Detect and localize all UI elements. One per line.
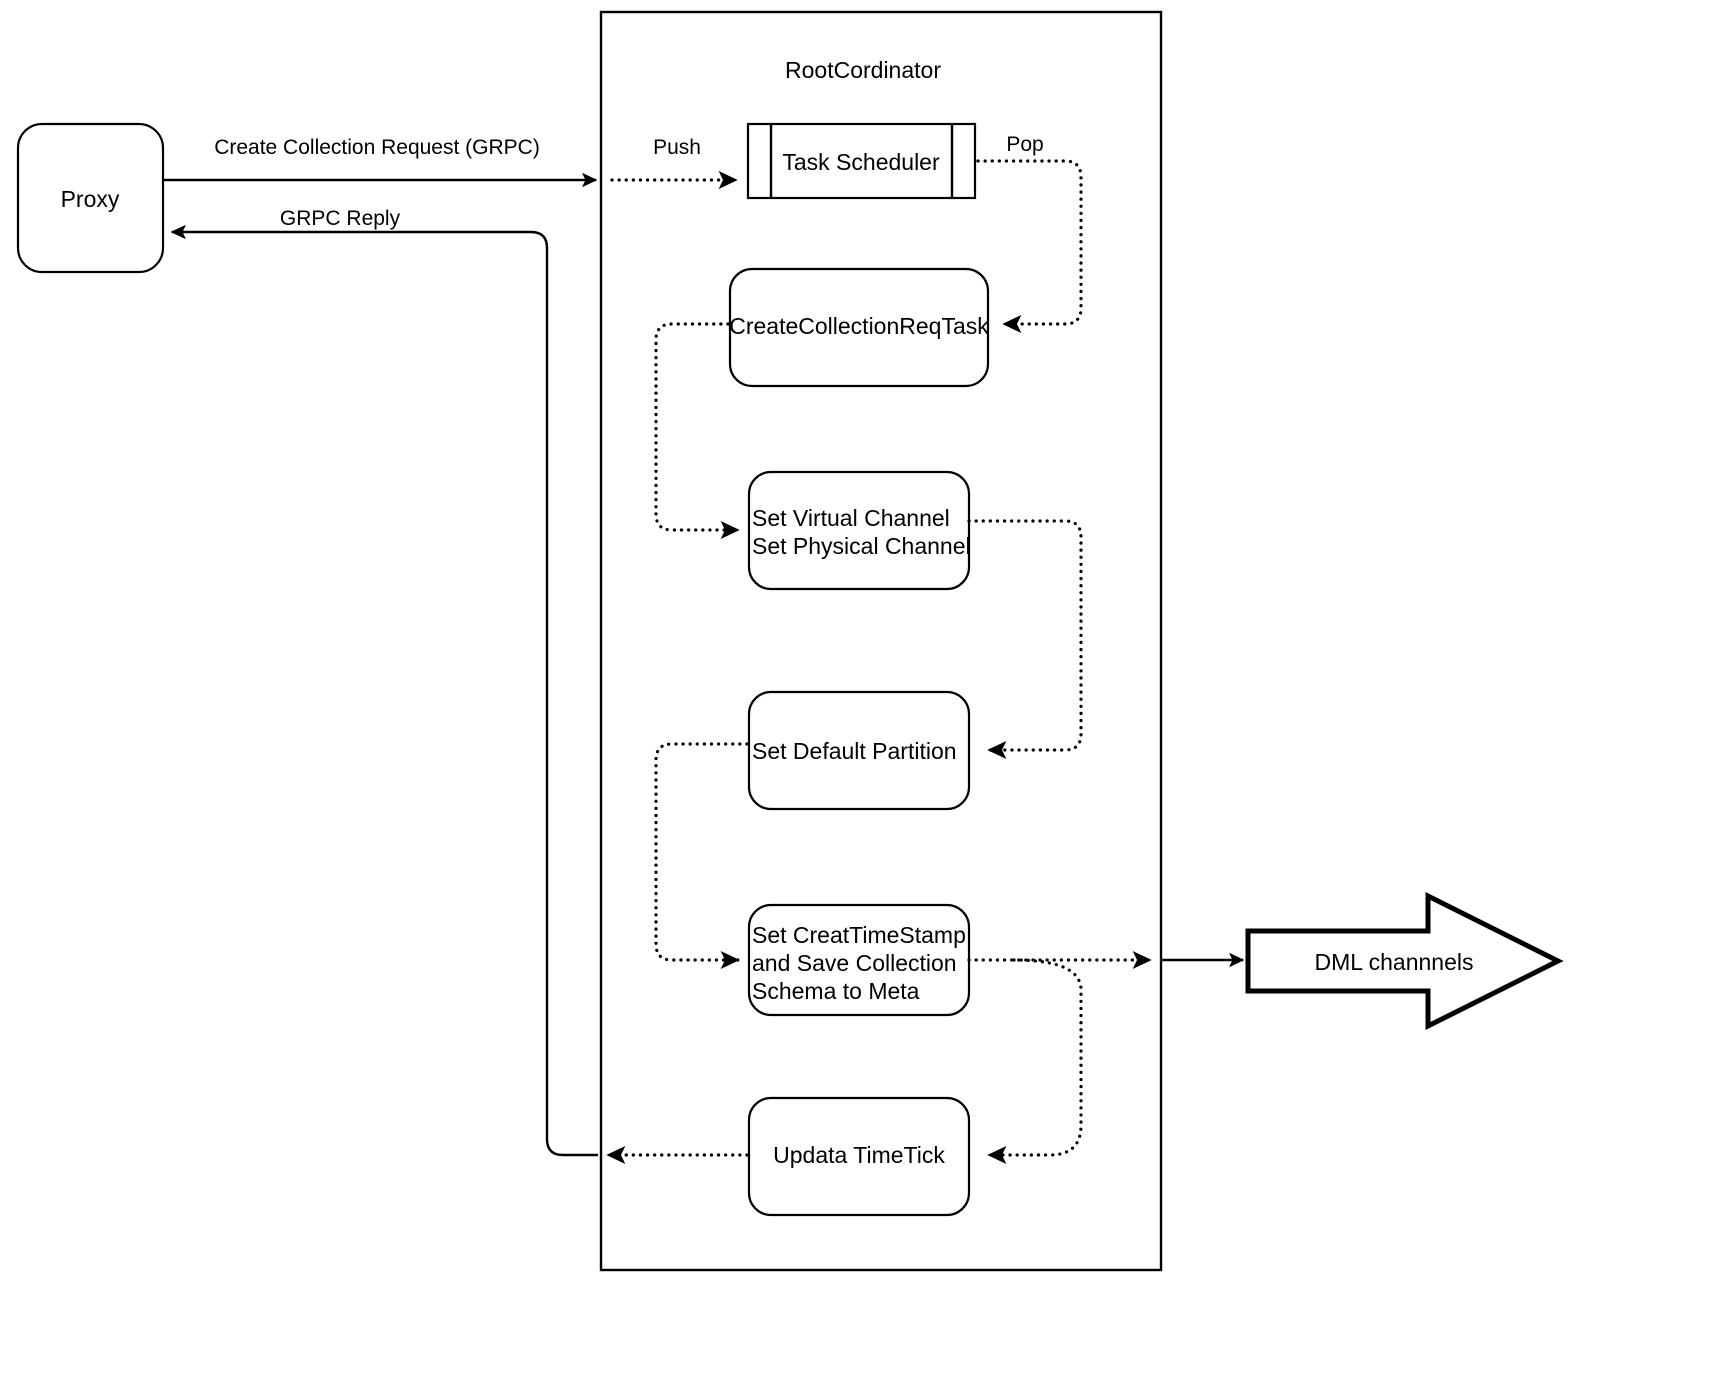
edge-label-push: Push — [653, 136, 701, 159]
node-set-create-timestamp-label-line3: Schema to Meta — [752, 978, 920, 1004]
node-task-scheduler-label: Task Scheduler — [782, 149, 940, 175]
node-updata-timetick-label: Updata TimeTick — [773, 1142, 945, 1168]
node-set-default-partition[interactable] — [747, 690, 971, 811]
node-task-scheduler[interactable] — [746, 122, 977, 200]
edge-set-channel-to-default-partition — [967, 519, 1083, 760]
node-updata-timetick[interactable] — [747, 1096, 971, 1217]
node-dml-channels[interactable] — [1245, 891, 1564, 1031]
node-set-create-timestamp-label-line2: and Save Collection — [752, 950, 957, 976]
node-set-channel-label-line1: Set Virtual Channel — [752, 505, 950, 531]
edge-label-grpc-reply: GRPC Reply — [280, 207, 401, 230]
node-set-default-partition-label: Set Default Partition — [752, 738, 957, 764]
node-create-collection-req-task[interactable] — [728, 267, 990, 388]
edge-label-pop: Pop — [1006, 133, 1043, 156]
edge-label-create-collection-request: Create Collection Request (GRPC) — [214, 136, 540, 159]
edge-default-partition-to-create-timestamp — [654, 742, 749, 970]
rootcoordinator-container — [599, 10, 1163, 1272]
node-set-channel-label-line2: Set Physical Channel — [752, 533, 971, 559]
node-dml-channels-label: DML channnels — [1315, 949, 1474, 975]
node-proxy-label: Proxy — [61, 186, 120, 212]
node-set-channel[interactable] — [747, 470, 971, 591]
node-set-create-timestamp-label-line1: Set CreatTimeStamp — [752, 922, 966, 948]
edge-task-to-set-channel — [654, 322, 740, 540]
rootcoordinator-title: RootCordinator — [785, 57, 941, 83]
node-proxy[interactable] — [16, 122, 165, 274]
edge-grpc-reply — [170, 224, 598, 1157]
edge-pop — [976, 159, 1083, 334]
node-create-collection-req-task-label: CreateCollectionReqTask — [729, 313, 989, 339]
edge-create-timestamp-to-updata-timetick — [987, 958, 1083, 1165]
